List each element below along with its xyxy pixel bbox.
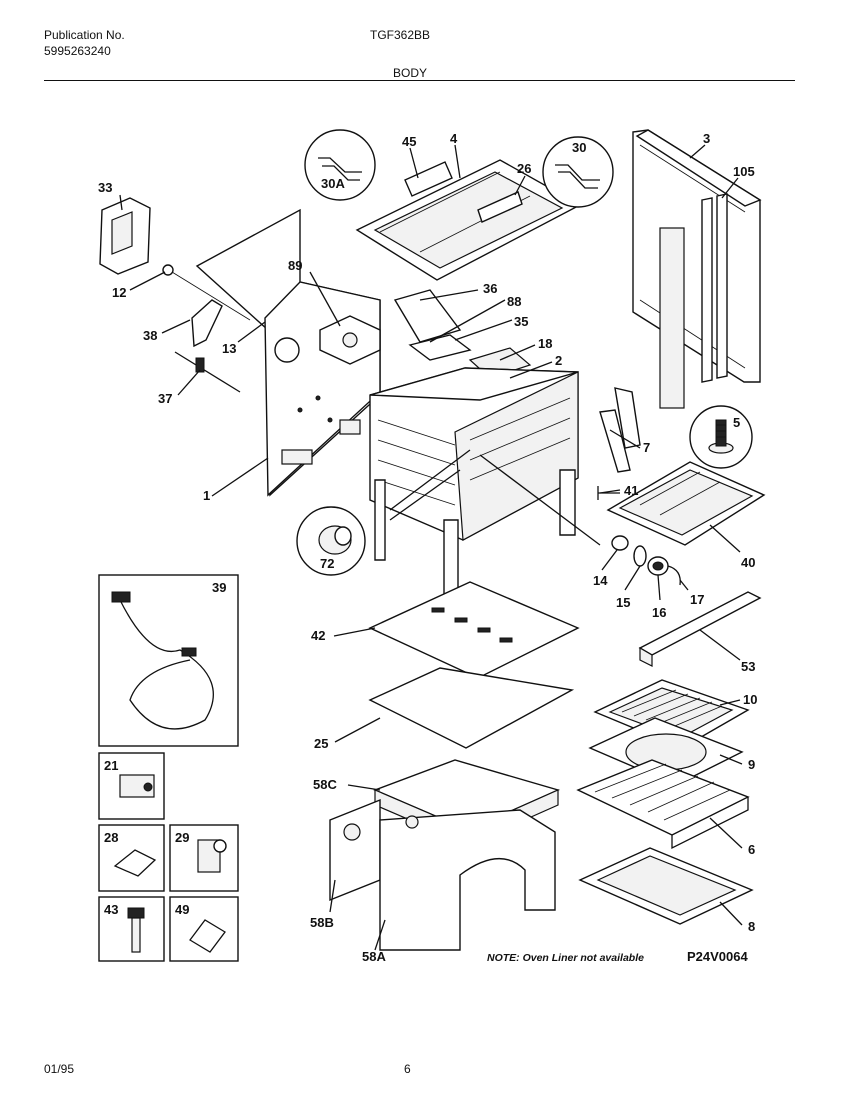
detail-box-29	[169, 824, 239, 892]
detail-bracket-30a	[304, 129, 376, 201]
callout-18: 18	[538, 336, 552, 351]
detail-bracket-30	[542, 136, 614, 208]
detail-box-49	[169, 896, 239, 962]
part-37-clip	[174, 351, 241, 393]
publication-number: 5995263240	[44, 44, 111, 58]
part-15-lens	[633, 545, 647, 567]
callout-14: 14	[593, 573, 608, 588]
callout-1: 1	[203, 488, 210, 503]
callout-10: 10	[743, 692, 757, 707]
callout-3: 3	[703, 131, 710, 146]
callout-33: 33	[98, 180, 112, 195]
leader-lines	[119, 144, 743, 951]
detail-box-43	[98, 896, 165, 962]
callout-21: 21	[104, 758, 118, 773]
callout-16: 16	[652, 605, 666, 620]
callout-36: 36	[483, 281, 497, 296]
part-14-socket	[611, 535, 629, 551]
callout-2: 2	[555, 353, 562, 368]
callout-25: 25	[314, 736, 328, 751]
callout-26: 26	[517, 161, 531, 176]
callout-17: 17	[690, 592, 704, 607]
diagram-code: P24V0064	[687, 949, 748, 964]
callout-7: 7	[643, 440, 650, 455]
callout-labels: 3 105 4 45 26 30 30A 33 12 38 13 37 1 89…	[98, 131, 757, 964]
callout-58a: 58A	[362, 949, 386, 964]
section-title: BODY	[393, 66, 428, 80]
callout-42: 42	[311, 628, 325, 643]
footer-date: 01/95	[44, 1062, 75, 1076]
header-rule	[44, 80, 795, 81]
callout-30a: 30A	[321, 176, 345, 191]
callout-53: 53	[741, 659, 755, 674]
part-58a-frame	[379, 809, 556, 951]
callout-4: 4	[450, 131, 458, 146]
callout-88: 88	[507, 294, 521, 309]
callout-5: 5	[733, 415, 740, 430]
callout-89: 89	[288, 258, 302, 273]
callout-39: 39	[212, 580, 226, 595]
callout-49: 49	[175, 902, 189, 917]
detail-box-39-power-cord	[98, 574, 239, 747]
callout-13: 13	[222, 341, 236, 356]
part-42-bottom-panel	[368, 581, 580, 679]
part-89-bracket	[319, 315, 381, 365]
part-8-oven-liner	[578, 847, 754, 925]
callout-6: 6	[748, 842, 755, 857]
callout-40: 40	[741, 555, 755, 570]
part-12-screw	[162, 264, 251, 321]
callout-12: 12	[112, 285, 126, 300]
part-cooktop-support	[355, 159, 582, 281]
part-58b-side	[329, 798, 381, 902]
detail-box-21	[98, 752, 165, 820]
part-9-broiler-pan	[588, 717, 744, 786]
part-side-trim	[701, 193, 728, 383]
part-6-oven-rack	[576, 759, 750, 850]
detail-part-72	[296, 506, 366, 576]
part-25-baffle	[368, 667, 575, 749]
model-number: TGF362BB	[370, 28, 431, 42]
callout-8: 8	[748, 919, 755, 934]
oven-liner-note: NOTE: Oven Liner not available	[487, 952, 644, 964]
callout-58b: 58B	[310, 915, 334, 930]
part-17-wire	[667, 565, 681, 586]
callout-43: 43	[104, 902, 118, 917]
callout-58c: 58C	[313, 777, 337, 792]
callout-38: 38	[143, 328, 157, 343]
part-16-knob	[647, 556, 669, 576]
callout-35: 35	[514, 314, 528, 329]
part-broiler-support	[606, 461, 766, 546]
part-leveling-leg	[689, 405, 753, 469]
part-53-rail	[638, 591, 762, 667]
callout-29: 29	[175, 830, 189, 845]
callout-9: 9	[748, 757, 755, 772]
part-33-housing	[99, 197, 151, 275]
part-38-bracket	[191, 299, 223, 348]
page-number: 6	[404, 1062, 411, 1076]
part-oven-cavity	[369, 367, 579, 601]
callout-45: 45	[402, 134, 416, 149]
detail-box-28	[98, 824, 165, 892]
callout-37: 37	[158, 391, 172, 406]
callout-105: 105	[733, 164, 755, 179]
callout-41: 41	[624, 483, 638, 498]
callout-28: 28	[104, 830, 118, 845]
part-bake-element	[599, 387, 641, 473]
callout-30: 30	[572, 140, 586, 155]
callout-72: 72	[320, 556, 334, 571]
callout-15: 15	[616, 595, 630, 610]
publication-label: Publication No.	[44, 28, 125, 42]
